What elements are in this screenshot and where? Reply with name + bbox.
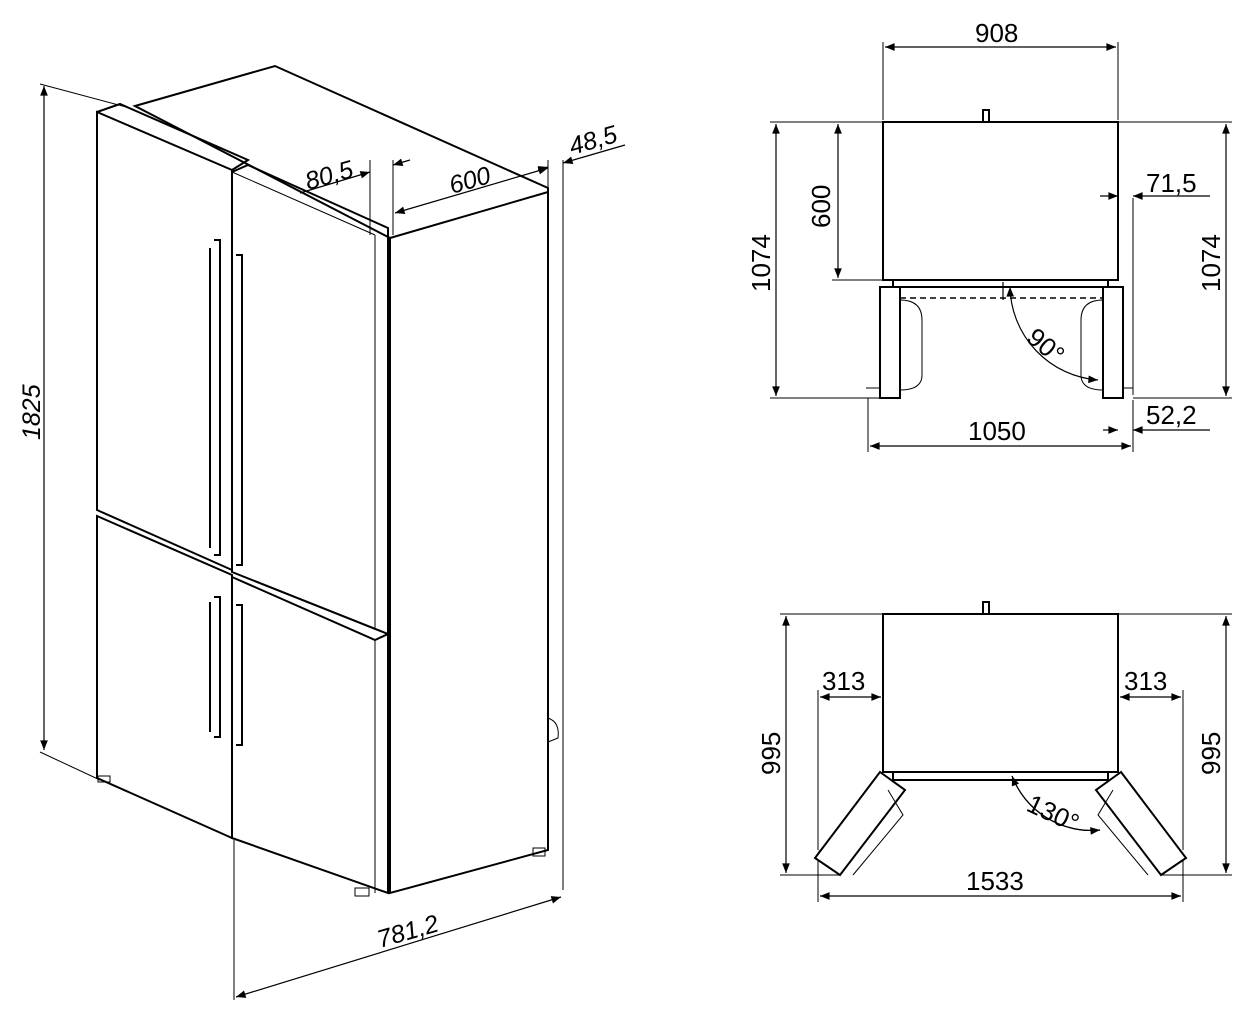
door-protrusion-label: 52,2 [1146, 400, 1197, 430]
handle-offset-label: 80,5 [302, 155, 357, 195]
depth-600-label: 600 [806, 185, 836, 228]
angle-130-label: 130° [1022, 788, 1083, 838]
width-label: 781,2 [374, 910, 442, 954]
width-908-label: 908 [975, 18, 1018, 48]
depth-995-right-label: 995 [1196, 732, 1226, 775]
depth-1074-right-label: 1074 [1196, 234, 1226, 292]
side-offset-label: 71,5 [1146, 168, 1197, 198]
door-313-right-label: 313 [1124, 666, 1167, 696]
depth-995-left-label: 995 [756, 732, 786, 775]
width-1533-label: 1533 [966, 866, 1024, 896]
door-313-left-label: 313 [822, 666, 865, 696]
height-label: 1825 [18, 384, 46, 440]
angle-90-label: 90° [1021, 322, 1070, 370]
rear-offset-label: 48,5 [566, 120, 621, 160]
isometric-fridge-view: 1825 80,5 600 48,5 781,2 [18, 64, 626, 1000]
depth-1074-left-label: 1074 [746, 234, 776, 292]
depth-label: 600 [446, 161, 494, 199]
width-1050-label: 1050 [968, 416, 1026, 446]
door-handles [209, 239, 243, 746]
top-view-doors-90: 90° 908 600 1074 1074 71,5 1050 52,2 [746, 18, 1232, 452]
top-view-doors-130: 130° 313 313 995 995 1533 [756, 601, 1232, 902]
